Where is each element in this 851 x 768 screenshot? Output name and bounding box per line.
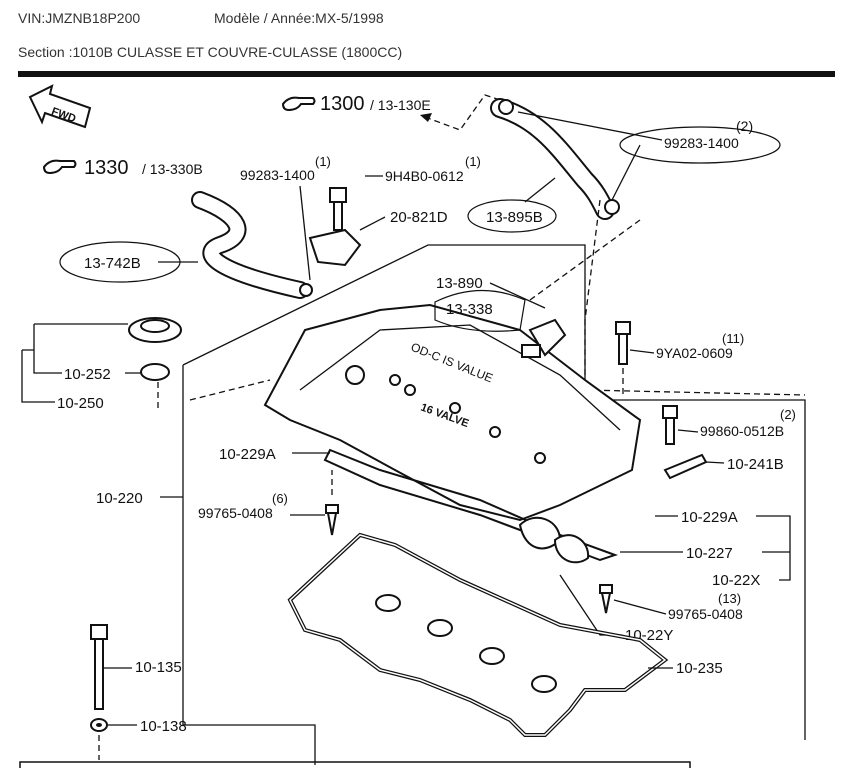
label-10-220: 10-220 bbox=[96, 490, 143, 507]
label-99283-qty: (2) bbox=[736, 118, 753, 134]
cap-gasket bbox=[140, 363, 170, 381]
label-99765-0408-a: 99765-0408 bbox=[198, 505, 273, 521]
model-year-label: Modèle / Année:MX-5/1998 bbox=[214, 10, 384, 26]
plug-hole-seal bbox=[518, 516, 562, 550]
hose-clamp bbox=[604, 199, 620, 215]
label-10-229a-left: 10-229A bbox=[219, 446, 276, 463]
note-box bbox=[19, 761, 691, 768]
cylinder-head-cover: OD-C IS VALUE 16 VALVE bbox=[263, 303, 642, 522]
hose-clamp bbox=[498, 99, 514, 115]
leader-line bbox=[359, 216, 386, 231]
pcv-valve bbox=[521, 318, 567, 358]
leader-line bbox=[524, 177, 556, 203]
hose-clamp bbox=[299, 283, 313, 297]
label-10-235: 10-235 bbox=[676, 660, 723, 677]
bolt-icon bbox=[662, 405, 678, 445]
label-9ya02-0609: 9YA02-0609 bbox=[656, 345, 733, 361]
label-99283-1400: 99283-1400 bbox=[664, 135, 739, 151]
screw-icon bbox=[325, 504, 339, 536]
label-10-241b: 10-241B bbox=[727, 456, 784, 473]
bolt-icon bbox=[329, 187, 347, 231]
label-10-252: 10-252 bbox=[64, 366, 111, 383]
dashed-guide bbox=[189, 379, 271, 401]
leader-line bbox=[677, 429, 699, 433]
leader-line bbox=[629, 349, 655, 354]
leader-line bbox=[705, 461, 725, 464]
leader-line bbox=[299, 175, 383, 281]
long-bolt-10-135 bbox=[90, 624, 108, 710]
handwritten-circle bbox=[619, 126, 781, 164]
dashed-guide bbox=[529, 199, 806, 396]
oil-filler-cap bbox=[128, 317, 182, 343]
label-9h4b0-qty: (1) bbox=[465, 154, 481, 169]
label-10-22y: 10-22Y bbox=[625, 627, 673, 644]
washer-10-138 bbox=[90, 718, 108, 732]
screw-icon bbox=[599, 584, 613, 614]
label-99765-0408-b: 99765-0408 bbox=[668, 606, 743, 622]
label-13-338: 13-338 bbox=[446, 301, 493, 318]
label-10-227: 10-227 bbox=[686, 545, 733, 562]
label-99283-1400-b: 99283-1400 bbox=[240, 167, 315, 183]
label-10-229a-right: 10-229A bbox=[681, 509, 738, 526]
assembly-outline bbox=[182, 244, 806, 765]
label-20-821d: 20-821D bbox=[390, 209, 448, 226]
leader-line bbox=[33, 350, 62, 374]
label-9ya02-qty: (11) bbox=[722, 331, 744, 346]
ref-13-130e: / 13-130E bbox=[370, 97, 431, 113]
label-10-135: 10-135 bbox=[135, 659, 182, 676]
bracket-20-821d bbox=[308, 228, 362, 267]
plug-hole-seal bbox=[553, 534, 590, 564]
label-99283-qty-b: (1) bbox=[315, 154, 331, 169]
label-10-138: 10-138 bbox=[140, 718, 187, 735]
leader-line bbox=[655, 515, 791, 581]
ref-1300: 1300 bbox=[320, 93, 365, 115]
label-13-895b: 13-895B bbox=[486, 209, 543, 226]
ref-13-330b: / 13-330B bbox=[142, 161, 203, 177]
ref-leader bbox=[424, 94, 501, 131]
hand-pointer-icon bbox=[42, 159, 77, 175]
leader-line bbox=[517, 111, 663, 201]
vin-label: VIN:JMZNB18P200 bbox=[18, 10, 141, 26]
hand-pointer-icon bbox=[281, 96, 316, 112]
label-99765-qty-a: (6) bbox=[272, 491, 288, 506]
handwritten-circle bbox=[467, 199, 557, 233]
gasket-10-235 bbox=[287, 532, 669, 737]
clip-10-241b bbox=[663, 453, 708, 480]
leader-line bbox=[489, 282, 546, 309]
label-13-890: 13-890 bbox=[436, 275, 483, 292]
label-99860-0512b: 99860-0512B bbox=[700, 423, 784, 439]
section-title: Section :1010B CULASSE ET COUVRE-CULASSE… bbox=[18, 44, 403, 60]
label-9h4b0-0612: 9H4B0-0612 bbox=[385, 168, 464, 184]
ref-1330: 1330 bbox=[84, 157, 129, 179]
label-13-742b: 13-742B bbox=[84, 255, 141, 272]
leader-line bbox=[613, 599, 667, 615]
label-10-22x: 10-22X bbox=[712, 572, 760, 589]
leader-line bbox=[21, 323, 141, 403]
header-rule bbox=[18, 71, 835, 77]
gasket-10-229a bbox=[323, 448, 619, 562]
arrowhead-icon bbox=[420, 113, 432, 122]
label-99765-qty-b: (13) bbox=[718, 591, 741, 606]
label-99860-qty: (2) bbox=[780, 407, 796, 422]
label-10-250: 10-250 bbox=[57, 395, 104, 412]
handwritten-circle bbox=[434, 289, 526, 332]
bolt-icon bbox=[615, 321, 631, 365]
fwd-arrow-icon: FWD bbox=[28, 84, 92, 129]
